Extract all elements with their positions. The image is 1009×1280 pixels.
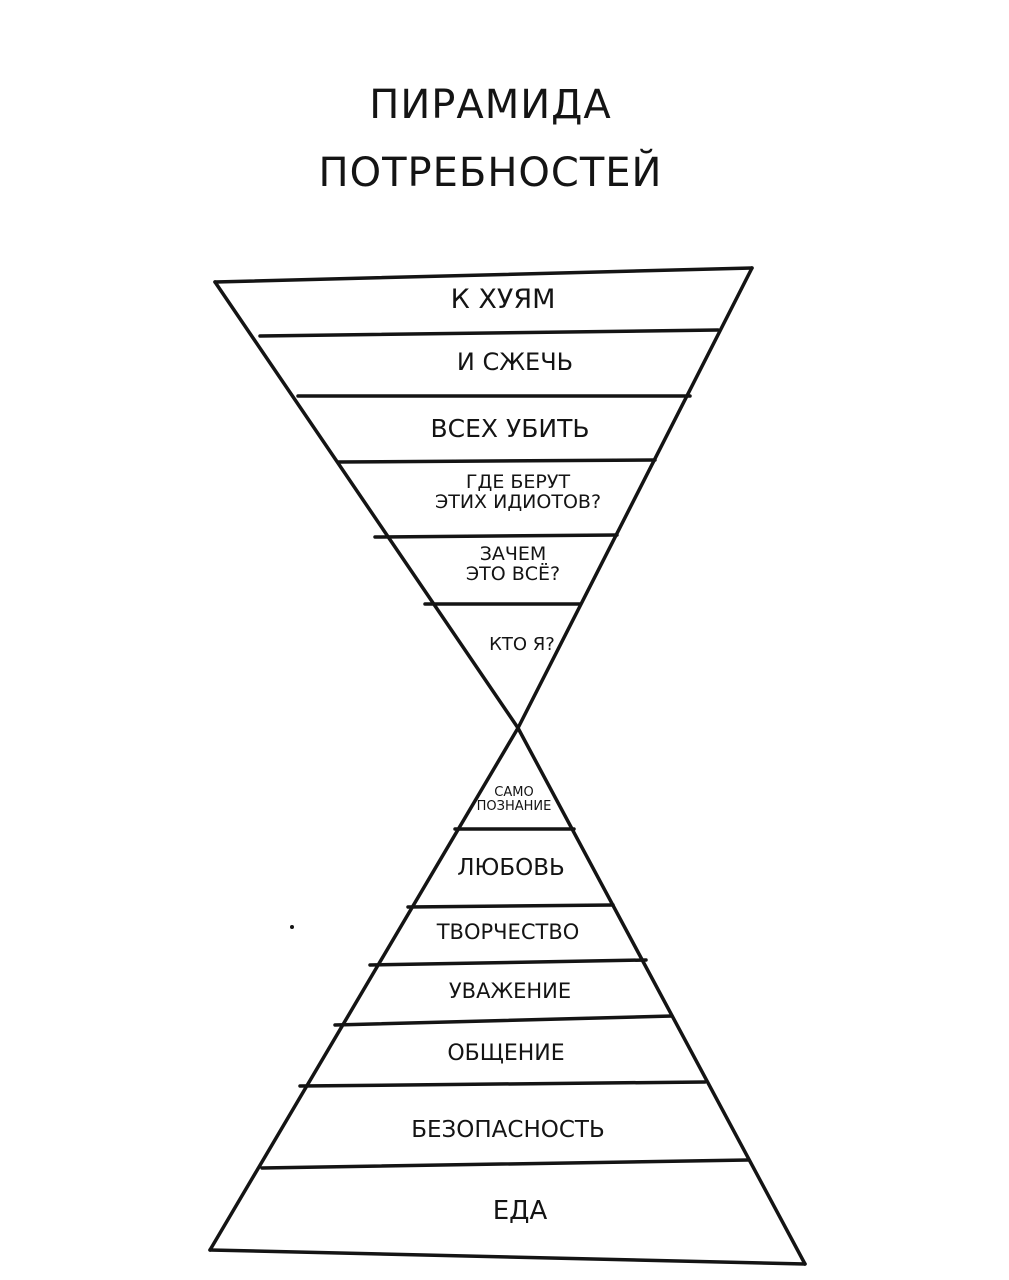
upper-level-label: К ХУЯМ (450, 284, 556, 315)
upper-level-label: И СЖЕЧЬ (456, 348, 574, 376)
upper-level-label: ГДЕ БЕРУТ ЭТИХ ИДИОТОВ? (434, 471, 602, 513)
lower-pyramid-base (208, 1248, 807, 1266)
upper-pyramid-right-edge (516, 266, 754, 730)
lower-pyramid-right-edge (516, 726, 807, 1266)
upper-divider (336, 458, 657, 464)
lower-level-label: ОБЩЕНИЕ (447, 1041, 565, 1066)
lower-divider (368, 958, 648, 967)
diagram-title-line-2: ПОТРЕБНОСТЕЙ (318, 150, 663, 196)
upper-divider (373, 533, 619, 539)
lower-divider (406, 903, 615, 909)
upper-level-label: ЗАЧЕМ ЭТО ВСЁ? (465, 543, 561, 585)
lower-level-label: ЛЮБОВЬ (457, 855, 565, 881)
lower-level-label: УВАЖЕНИЕ (448, 979, 572, 1003)
lower-level-label: САМО ПОЗНАНИЕ (476, 785, 552, 814)
upper-level-label: ВСЕХ УБИТЬ (430, 414, 590, 443)
upper-divider (258, 328, 720, 338)
diagram-title-line-1: ПИРАМИДА (369, 82, 612, 128)
upper-level-label: КТО Я? (489, 634, 555, 655)
stray-dot (290, 925, 294, 929)
lower-level-label: ЕДА (492, 1196, 548, 1226)
upper-pyramid-top-edge (213, 266, 754, 284)
upper-pyramid-left-edge (213, 280, 520, 730)
lower-divider (298, 1080, 707, 1088)
lower-pyramid-left-edge (208, 726, 520, 1252)
lower-level-label: БЕЗОПАСНОСТЬ (411, 1117, 605, 1143)
lower-divider (260, 1158, 750, 1170)
lower-divider (333, 1014, 674, 1027)
lower-level-label: ТВОРЧЕСТВО (436, 920, 580, 944)
